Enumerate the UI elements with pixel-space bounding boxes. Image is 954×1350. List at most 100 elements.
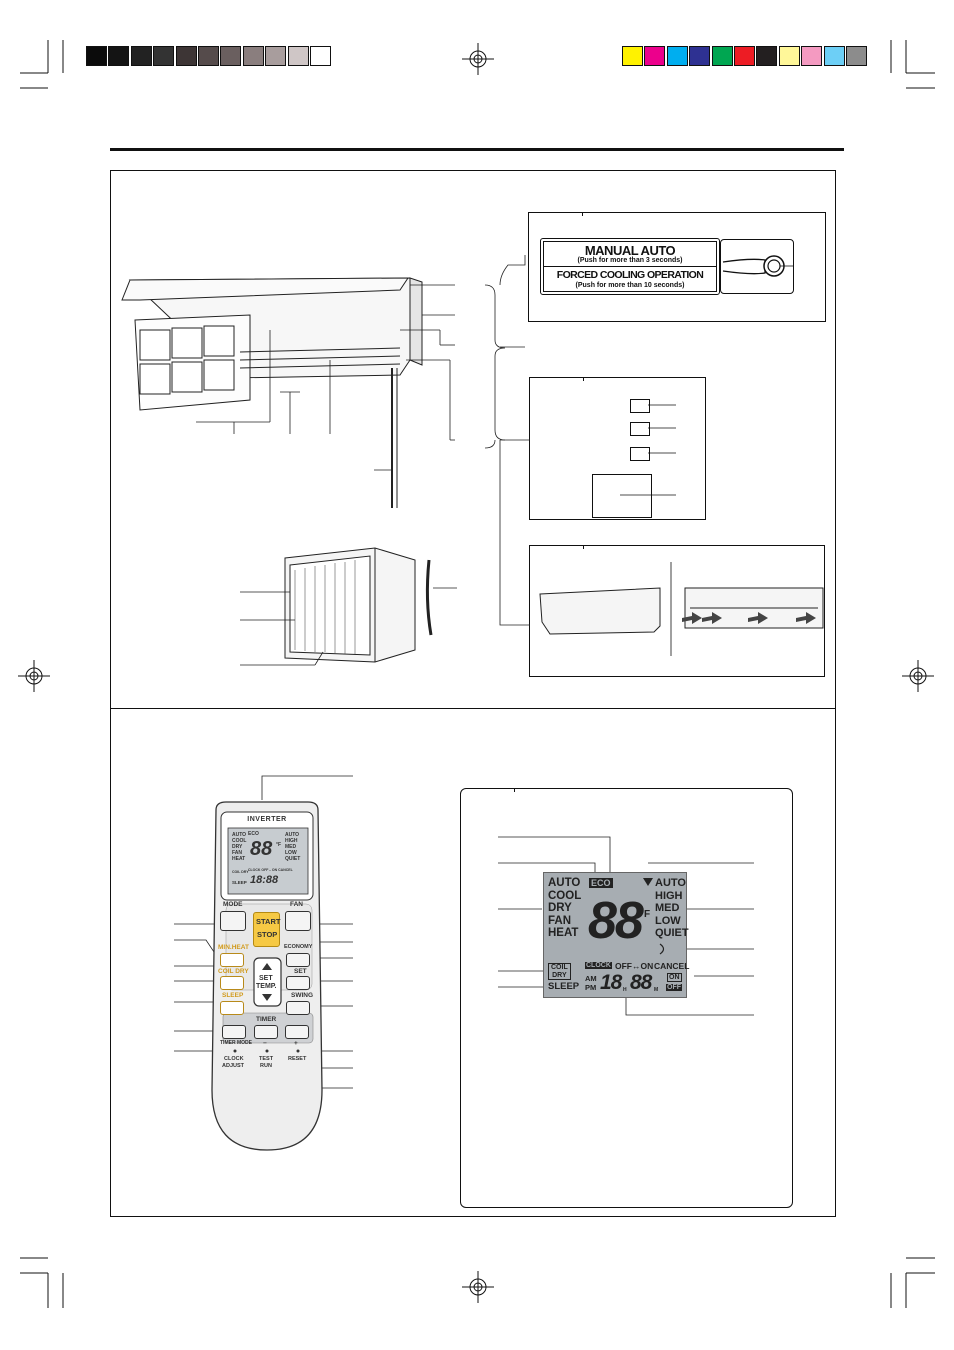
lcd-am: AM	[585, 974, 597, 983]
set-temp-label-2: TEMP.	[256, 983, 277, 990]
sleep-label: SLEEP	[222, 992, 243, 999]
stop-label: STOP	[257, 930, 277, 939]
swing-label: SWING	[291, 992, 313, 999]
temp-up-button[interactable]	[255, 959, 280, 973]
clock-adjust-button[interactable]	[231, 1047, 239, 1055]
coil-dry-label: COIL DRY	[218, 968, 249, 975]
lcd-fans: AUTO HIGH MED LOW QUIET	[655, 877, 689, 940]
timer-mode-label: TIMER MODE	[220, 1040, 252, 1046]
color-swatch	[734, 46, 755, 66]
airflow-panel	[529, 545, 825, 677]
lcd-mode-cool: COOL	[548, 890, 581, 903]
lcd-screen: AUTO COOL DRY FAN HEAT ECO 88 °F AUTO HI…	[543, 872, 687, 998]
temp-down-button[interactable]	[255, 990, 280, 1004]
lcd-cancel: CANCEL	[654, 961, 689, 971]
color-swatch	[801, 46, 822, 66]
economy-label: ECONOMY	[284, 944, 312, 950]
manual-auto-label-box: MANUAL AUTO (Push for more than 3 second…	[540, 238, 720, 295]
color-swatch	[622, 46, 643, 66]
lcd-fan-quiet: QUIET	[655, 927, 689, 940]
indicator-lamps-panel	[529, 377, 706, 520]
airflow-illustrations	[530, 546, 826, 678]
gray-swatch	[265, 46, 286, 66]
gray-swatch	[243, 46, 264, 66]
lcd-clock: CLOCK	[585, 962, 612, 969]
lcd-fan-high: HIGH	[655, 890, 689, 903]
mini-modes: AUTO COOL DRY FAN HEAT	[232, 832, 246, 862]
lcd-mode-dry: DRY	[548, 902, 581, 915]
lcd-fan-low: LOW	[655, 915, 689, 928]
color-swatch	[846, 46, 867, 66]
color-swatch	[644, 46, 665, 66]
manual-auto-inner: MANUAL AUTO (Push for more than 3 second…	[543, 241, 717, 292]
timer-mode-button[interactable]	[222, 1025, 246, 1039]
color-swatch	[712, 46, 733, 66]
mini-sleep: SLEEP	[232, 880, 247, 885]
sleep-button[interactable]	[220, 1001, 244, 1015]
test-label-1: TEST	[259, 1056, 273, 1062]
mode-button[interactable]	[220, 911, 246, 931]
mini-unit: °F	[276, 842, 281, 848]
lcd-mode-heat: HEAT	[548, 927, 581, 940]
plus-label: +	[294, 1040, 298, 1047]
mini-fans: AUTO HIGH MED LOW QUIET	[285, 832, 300, 862]
lcd-eco: ECO	[589, 878, 613, 888]
lcd-sleep: SLEEP	[548, 981, 579, 992]
header-rule	[110, 148, 844, 151]
lcd-off: OFF	[666, 984, 682, 991]
forced-cooling-title: FORCED COOLING OPERATION	[544, 269, 716, 281]
timer-label: TIMER	[256, 1016, 276, 1023]
reset-button[interactable]	[294, 1047, 302, 1055]
gray-swatch	[176, 46, 197, 66]
remote-mini-lcd: AUTO COOL DRY FAN HEAT ECO 88 °F AUTO HI…	[230, 830, 306, 892]
lcd-digits: 88	[588, 893, 642, 949]
lcd-off-on: OFF↔ON	[615, 961, 653, 971]
lcd-modes: AUTO COOL DRY FAN HEAT	[548, 877, 581, 940]
fan-button[interactable]	[285, 911, 311, 931]
color-swatch	[689, 46, 710, 66]
mini-digits: 88	[250, 838, 272, 861]
mini-coil: COIL DRY	[232, 870, 249, 874]
manual-auto-button-housing	[720, 239, 794, 294]
divider-line	[544, 266, 716, 267]
lcd-m: M	[654, 987, 658, 993]
reset-label: RESET	[288, 1056, 306, 1062]
gray-swatch	[288, 46, 309, 66]
start-label: START	[256, 917, 280, 926]
gray-swatch	[220, 46, 241, 66]
set-label: SET	[294, 968, 307, 975]
mode-label: MODE	[223, 901, 243, 908]
lcd-swing-icon	[658, 943, 670, 955]
remote-control: INVERTER AUTO COOL DRY FAN HEAT ECO 88 °…	[208, 800, 326, 1152]
manual-auto-button-icon[interactable]	[721, 240, 793, 293]
set-button[interactable]	[286, 976, 310, 990]
economy-button[interactable]	[286, 953, 310, 967]
lcd-coil: COIL	[551, 964, 568, 972]
min-heat-button[interactable]	[220, 953, 244, 967]
mini-fan-4: QUIET	[285, 856, 300, 862]
clock-label-1: CLOCK	[224, 1056, 244, 1062]
mini-clock: CLOCK OFF↔ON CANCEL	[248, 868, 293, 872]
lcd-fan-auto: AUTO	[655, 877, 689, 890]
manual-auto-sub: (Push for more than 3 seconds)	[544, 257, 716, 264]
lcd-on: ON	[667, 973, 682, 982]
lcd-mode-auto: AUTO	[548, 877, 581, 890]
color-swatch	[667, 46, 688, 66]
lcd-minute: 88	[630, 971, 651, 995]
remote-brand: INVERTER	[208, 816, 326, 823]
mini-timer: 18:88	[250, 874, 278, 886]
test-run-button[interactable]	[263, 1047, 271, 1055]
gray-swatch	[108, 46, 129, 66]
coil-dry-button[interactable]	[220, 976, 244, 990]
timer-plus-button[interactable]	[285, 1025, 309, 1039]
lamp-leaders	[530, 378, 707, 521]
section-divider	[110, 708, 836, 709]
connector-bracket	[480, 255, 540, 635]
lcd-pm: PM	[585, 983, 596, 992]
lcd-mode-fan: FAN	[548, 915, 581, 928]
timer-minus-button[interactable]	[254, 1025, 278, 1039]
swing-button[interactable]	[286, 1001, 310, 1015]
mini-mode-4: HEAT	[232, 856, 246, 862]
minus-label: −	[263, 1040, 267, 1047]
gray-swatch	[86, 46, 107, 66]
